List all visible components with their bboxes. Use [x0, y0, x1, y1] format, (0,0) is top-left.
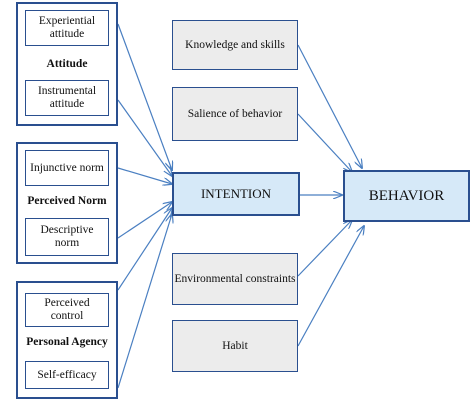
arrow-agency-bottom-to-intention [117, 214, 172, 389]
arrow-norm-bottom-to-intention [117, 202, 172, 239]
intention-box: INTENTION [172, 172, 300, 216]
arrow-attitude-top-to-intention [117, 23, 172, 170]
habit-box: Habit [172, 320, 298, 372]
descriptive-norm-box: Descriptive norm [25, 218, 109, 256]
habit-label: Habit [222, 340, 248, 352]
knowledge-skills-box: Knowledge and skills [172, 20, 298, 70]
behavior-label: BEHAVIOR [368, 187, 445, 204]
self-efficacy-box: Self-efficacy [25, 361, 109, 389]
perceived-norm-label: Perceived Norm [27, 195, 107, 207]
personal-agency-label: Personal Agency [26, 336, 108, 348]
perceived-norm-group: Injunctive norm Perceived Norm Descripti… [16, 142, 118, 264]
experiential-attitude-box: Experiential attitude [25, 10, 109, 46]
arrow-norm-top-to-intention [117, 167, 172, 184]
attitude-group: Experiential attitude Attitude Instrumen… [16, 2, 118, 126]
injunctive-norm-label: Injunctive norm [30, 161, 104, 174]
salience-behavior-label: Salience of behavior [187, 108, 283, 120]
arrow-knowledge-to-behavior [297, 44, 362, 168]
instrumental-attitude-box: Instrumental attitude [25, 80, 109, 116]
arrow-salience-to-behavior [297, 113, 352, 172]
environmental-constraints-box: Environmental constraints [172, 253, 298, 305]
injunctive-norm-box: Injunctive norm [25, 150, 109, 186]
attitude-label: Attitude [46, 58, 88, 70]
salience-behavior-box: Salience of behavior [172, 87, 298, 141]
experiential-attitude-label: Experiential attitude [38, 15, 96, 40]
perceived-control-label: Perceived control [44, 297, 90, 322]
knowledge-skills-label: Knowledge and skills [185, 39, 285, 51]
instrumental-attitude-label: Instrumental attitude [37, 85, 97, 110]
personal-agency-group: Perceived control Personal Agency Self-e… [16, 281, 118, 399]
behavior-box: BEHAVIOR [343, 170, 470, 222]
self-efficacy-label: Self-efficacy [37, 368, 97, 381]
arrow-environment-to-behavior [297, 220, 352, 277]
descriptive-norm-label: Descriptive norm [40, 224, 94, 249]
perceived-control-box: Perceived control [25, 293, 109, 327]
arrow-attitude-bottom-to-intention [117, 99, 172, 176]
intention-label: INTENTION [200, 186, 272, 201]
arrow-habit-to-behavior [297, 226, 364, 347]
environmental-constraints-label: Environmental constraints [174, 273, 296, 285]
arrow-agency-top-to-intention [117, 208, 172, 291]
